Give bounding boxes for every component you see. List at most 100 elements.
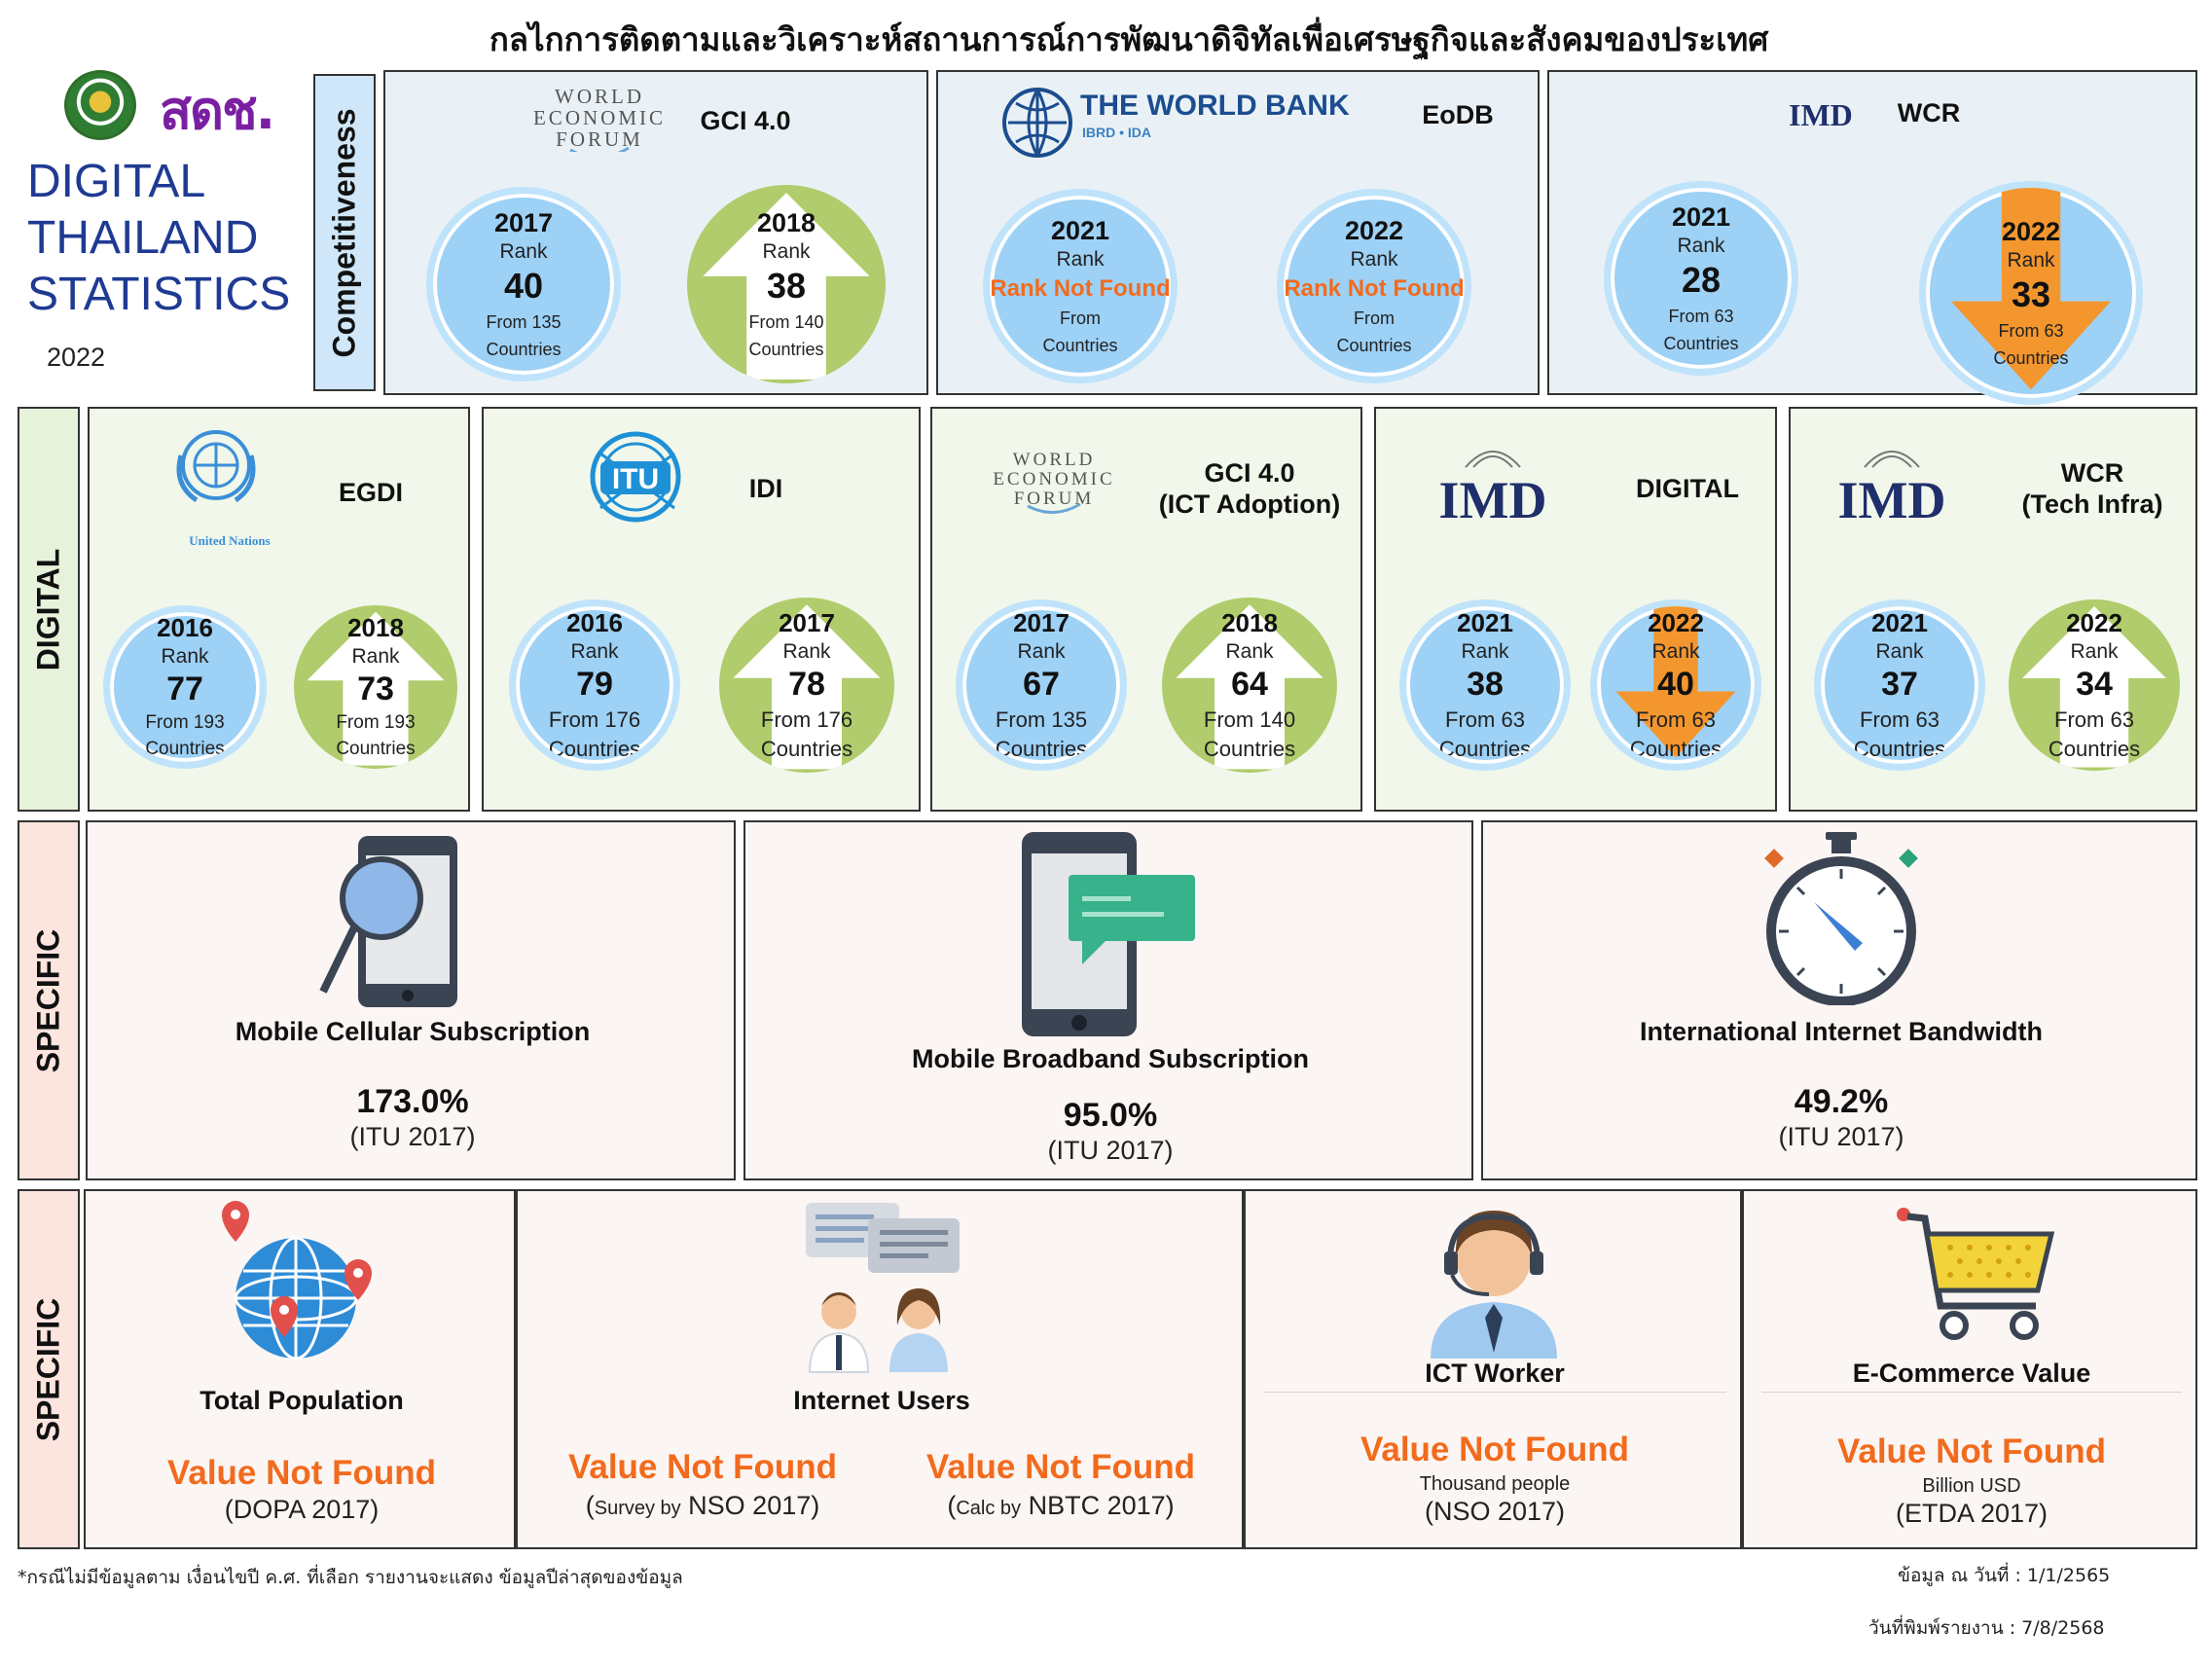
- arrow-up-icon: [2022, 606, 2166, 768]
- metric-source: (NSO 2017): [1424, 1497, 1566, 1526]
- mobile-broadband-panel: Mobile Broadband Subscription 95.0% (ITU…: [743, 820, 1473, 1180]
- rank-circle: 2016 Rank 77 From 193 Countries: [103, 605, 267, 769]
- mobile-cellular-panel: Mobile Cellular Subscription 173.0% (ITU…: [86, 820, 736, 1180]
- population-panel: Total Population Value Not Found (DOPA 2…: [84, 1189, 516, 1549]
- metric-label: Mobile Cellular Subscription: [235, 1017, 591, 1046]
- stopwatch-icon: [1764, 832, 1918, 1005]
- imd-digital-panel: IMD DIGITAL 2021 Rank 38 From 63 Countri…: [1374, 407, 1777, 812]
- imd-logo: IMD: [1439, 451, 1547, 529]
- metric-value: 95.0%: [1063, 1097, 1158, 1134]
- metric-source: (ITU 2017): [1778, 1122, 1904, 1151]
- phone-message-icon: [1022, 832, 1195, 1036]
- metric-label: ICT Worker: [1425, 1359, 1565, 1388]
- metric-unit: Billion USD: [1922, 1475, 2021, 1497]
- brand-title-line: DIGITAL: [27, 156, 206, 207]
- svg-text:FORUM: FORUM: [1014, 489, 1095, 509]
- itu-logo-text: ITU: [612, 463, 659, 495]
- metric-label: Mobile Broadband Subscription: [911, 1044, 1309, 1073]
- ecommerce-panel: E-Commerce Value Value Not Found Billion…: [1742, 1189, 2197, 1549]
- egdi-panel: United Nations EGDI 2016 Rank 77 From 19…: [88, 407, 470, 812]
- rank-circle: 2021 Rank Rank Not Found From Countries: [983, 189, 1178, 383]
- index-name: EGDI: [338, 478, 403, 507]
- metric-label: Internet Users: [793, 1386, 970, 1415]
- section-label-digital: DIGITAL: [18, 407, 80, 812]
- onde-logo: สดช.: [154, 68, 300, 156]
- rank-circle: 2016 Rank 79 From 176 Countries: [509, 599, 680, 771]
- metric-value: Value Not Found: [1360, 1431, 1630, 1468]
- world-bank-globe-icon: [1002, 88, 1072, 158]
- brand-title-line: THAILAND: [27, 212, 259, 264]
- metric-value: 173.0%: [356, 1083, 469, 1120]
- rank-circle: 2021 Rank 28 From 63 Countries: [1604, 181, 1798, 376]
- arrow-up-icon: [1176, 604, 1324, 770]
- shopping-cart-icon: [1897, 1208, 2055, 1340]
- section-label-competitiveness: Competitiveness: [313, 74, 376, 391]
- rank-circle-up: 2018 Rank 38 From 140 Countries: [687, 185, 886, 383]
- gci-ict-panel: WORLD ECONOMIC FORUM GCI 4.0 (ICT Adopti…: [930, 407, 1362, 812]
- rank-circle-up: 2022 Rank 34 From 63 Countries: [2009, 599, 2180, 771]
- section-label-specific: SPECIFIC: [18, 1189, 80, 1549]
- rank-circle-up: 2018 Rank 64 From 140 Countries: [1162, 598, 1337, 773]
- metric-label: Total Population: [199, 1386, 404, 1415]
- metric-source: (DOPA 2017): [224, 1495, 380, 1524]
- wcr-panel: IMD WCR 2021 Rank 28 From 63 Countries 2…: [1547, 70, 2197, 405]
- metric-unit: Thousand people: [1419, 1473, 1571, 1495]
- metric-source: (ITU 2017): [1047, 1136, 1174, 1165]
- index-name: IDI: [748, 474, 783, 503]
- metric-source: (ITU 2017): [349, 1122, 476, 1151]
- page-title: กลไกการติดตามและวิเคราะห์สถานการณ์การพัฒ…: [489, 20, 1769, 58]
- section-label-specific: SPECIFIC: [18, 820, 80, 1180]
- data-as-of: ข้อมูล ณ วันที่ : 1/1/2565: [1898, 1565, 2111, 1586]
- arrow-up-icon: [733, 604, 881, 770]
- report-year: 2022: [47, 343, 106, 372]
- eodb-panel: THE WORLD BANK IBRD • IDA EoDB 2021 Rank…: [936, 70, 1540, 395]
- rank-circle-down: 2022 Rank 40 From 63 Countries: [1590, 599, 1761, 771]
- arrow-up-icon: [307, 611, 445, 766]
- rank-circle: 2022 Rank Rank Not Found From Countries: [1277, 189, 1471, 383]
- rank-circle: 2017 Rank 67 From 135 Countries: [956, 599, 1127, 771]
- imd-techinfra-panel: IMD WCR (Tech Infra) 2021 Rank 37 From 6…: [1789, 407, 2197, 812]
- world-bank-logo-text: THE WORLD BANK: [1080, 90, 1350, 122]
- svg-text:IMD: IMD: [1838, 471, 1946, 529]
- metric-value: 49.2%: [1794, 1083, 1889, 1120]
- index-name: WCR: [1897, 98, 1961, 127]
- support-agent-icon: [1431, 1211, 1557, 1359]
- svg-text:ECONOMIC: ECONOMIC: [993, 469, 1114, 489]
- internet-users-panel: Internet Users Value Not Found (Survey b…: [516, 1189, 1244, 1549]
- phone-search-icon: [319, 836, 457, 1007]
- brand-title-line: STATISTICS: [27, 269, 291, 320]
- rank-circle: 2017 Rank 40 From 135 Countries: [426, 187, 621, 381]
- svg-text:WORLD: WORLD: [555, 85, 644, 108]
- wef-logo: WORLD ECONOMIC FORUM: [993, 450, 1114, 514]
- svg-text:WORLD: WORLD: [1013, 450, 1096, 470]
- svg-text:ECONOMIC: ECONOMIC: [533, 106, 666, 129]
- metric-value: Value Not Found: [166, 1454, 437, 1492]
- arrow-up-icon: [703, 193, 870, 380]
- metric-value-survey: Value Not Found: [567, 1448, 838, 1486]
- footnote: *กรณีไม่มีข้อมูลตาม เงื่อนไขปี ค.ศ. ที่เ…: [18, 1567, 683, 1588]
- index-name: GCI 4.0: [700, 106, 791, 135]
- metric-source: (ETDA 2017): [1895, 1499, 2049, 1528]
- metric-source-calc: (Calc by NBTC 2017): [947, 1491, 1175, 1520]
- globe-pins-icon: [222, 1201, 372, 1360]
- index-name: GCI 4.0 (ICT Adoption): [1158, 458, 1341, 519]
- metric-source-survey: (Survey by NSO 2017): [585, 1491, 820, 1520]
- rank-circle-down: 2022 Rank 33 From 63 Countries: [1919, 181, 2143, 405]
- un-logo-text: United Nations: [189, 533, 271, 548]
- svg-text:FORUM: FORUM: [556, 127, 643, 151]
- government-emblem-logo: [64, 70, 136, 140]
- divider: [1263, 1392, 1726, 1393]
- ict-worker-panel: ICT Worker Value Not Found Thousand peop…: [1244, 1189, 1742, 1549]
- rank-circle: 2021 Rank 38 From 63 Countries: [1399, 599, 1571, 771]
- idi-panel: ITU IDI 2016 Rank 79 From 176 Countries …: [482, 407, 921, 812]
- imd-logo: IMD: [1838, 451, 1946, 529]
- wef-logo: WORLD ECONOMIC FORUM: [533, 85, 666, 152]
- itu-logo-icon: ITU: [590, 431, 681, 523]
- index-name: EoDB: [1422, 100, 1494, 129]
- people-chat-icon: [806, 1203, 960, 1373]
- rank-circle-up: 2018 Rank 73 From 193 Countries: [294, 605, 457, 769]
- metric-label: International Internet Bandwidth: [1639, 1017, 2043, 1046]
- svg-text:IMD: IMD: [1439, 471, 1547, 529]
- arrow-down-icon: [1615, 606, 1736, 758]
- print-date: วันที่พิมพ์รายงาน : 7/8/2568: [1868, 1617, 2105, 1639]
